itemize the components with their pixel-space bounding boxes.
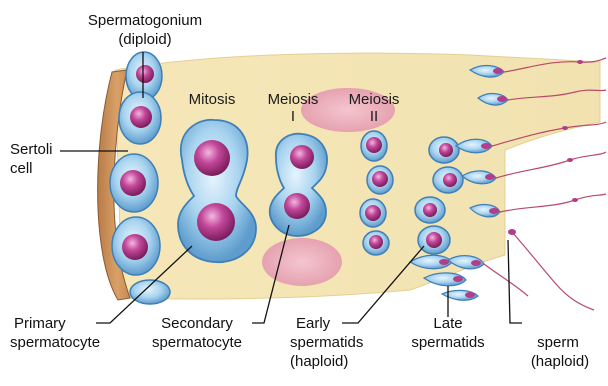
stage-meiosis-2-b: II xyxy=(336,108,412,125)
red-blood-cell xyxy=(262,238,342,286)
stage-mitosis: Mitosis xyxy=(172,91,252,108)
label-sertoli-1: Sertoli xyxy=(10,141,53,158)
label-late-1: Late xyxy=(402,315,494,332)
label-primary-1: Primary xyxy=(14,315,66,332)
label-early-1: Early xyxy=(296,315,330,332)
label-sperm-2: (haploid) xyxy=(522,353,598,370)
stage-meiosis-2-a: Meiosis xyxy=(336,91,412,108)
stage-meiosis-1-b: I xyxy=(255,108,331,125)
label-sperm-1: sperm xyxy=(522,334,594,351)
label-late-2: spermatids xyxy=(402,334,494,351)
label-sertoli-2: cell xyxy=(10,160,33,177)
label-spermatogonium-ploidy: (diploid) xyxy=(70,31,220,48)
label-secondary-2: spermatocyte xyxy=(142,334,252,351)
label-spermatogonium: Spermatogonium xyxy=(70,12,220,29)
label-secondary-1: Secondary xyxy=(142,315,252,332)
stage-meiosis-1-a: Meiosis xyxy=(255,91,331,108)
label-early-2: spermatids xyxy=(290,334,363,351)
label-early-3: (haploid) xyxy=(290,353,348,370)
label-primary-2: spermatocyte xyxy=(10,334,100,351)
